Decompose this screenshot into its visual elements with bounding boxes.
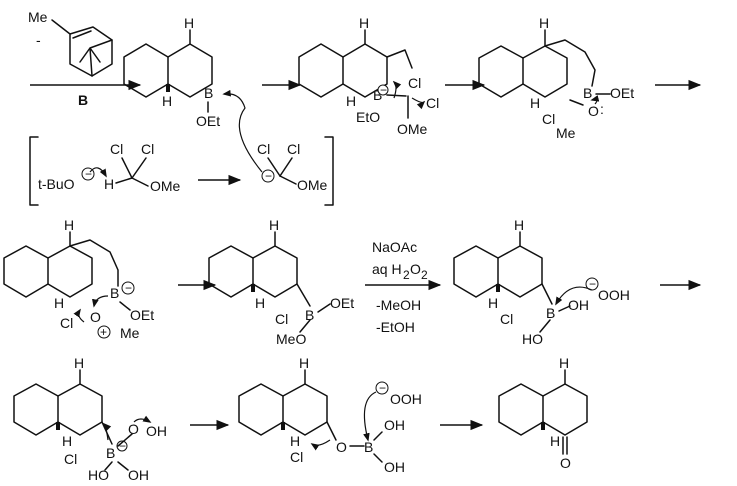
c7-ho: HO [88,467,109,483]
c8-cl: Cl [290,449,303,465]
dichloro-h: H [104,176,114,192]
c6-boron: B [546,305,555,321]
c1-h-top: H [184,15,194,31]
c5-boron: B [305,307,314,323]
c8-boron: B [364,439,373,455]
cond-aq-h: aq H [372,261,402,277]
c8-h-top: H [299,355,309,371]
compound-6-boronic-acid: H H Cl B OH HO − OOH [453,217,630,347]
c8-oh-1: OH [384,417,405,433]
cond-minus-etoh: -EtOH [376,319,415,335]
product-decalone: H H O [498,355,588,471]
c6-cl: Cl [500,311,513,327]
c4-boron-charge: − [125,281,132,295]
c3-me: Me [556,125,576,141]
c4-h-bottom: H [54,295,64,311]
cond-naoac: NaOAc [372,239,417,255]
c2-eto: EtO [356,109,380,125]
alpha-pinene-structure: Me - [28,9,113,77]
c3-lone-pair: : [600,101,604,117]
c1-h-bottom: H [162,93,172,109]
c5-h-top: H [269,217,279,233]
c5-h-bottom: H [255,295,265,311]
compound-5-boronic-ester: H H Cl B OEt MeO [208,217,354,347]
product-h-bottom: H [550,433,560,449]
carbenoid-generation-inset: t-BuO − H Cl Cl OMe Cl Cl OMe − [29,89,334,206]
reaction-arrow-1: B [30,79,142,108]
compound-1-borinate-ester: H H B OEt [123,15,220,129]
cond-h2-sub: 2 [403,268,410,282]
c6-h-bottom: H [488,295,498,311]
compound-7-peroxyborate: H H Cl B − O OH HO OH [13,355,167,483]
c8-oxygen: O [336,439,347,455]
c7-oxygen: O [128,421,139,437]
pinene-methyl-label: Me [28,9,48,25]
c2-ome: OMe [397,121,428,137]
c4-me: Me [120,325,140,341]
cond-o: O [410,261,421,277]
pinene-dash: - [36,32,41,48]
hydroperoxide-2: OOH [390,391,422,407]
c4-h-top: H [64,217,74,233]
c2-boron: B [373,87,382,103]
c2-h-top: H [359,15,369,31]
inset-cl-1: Cl [110,141,123,157]
c5-cl: Cl [275,311,288,327]
c2-h-bottom: H [346,93,356,109]
c7-h-top: H [74,355,84,371]
c3-h-bottom: H [530,95,540,111]
inset-cl-3: Cl [257,141,270,157]
inset-ome-1: OMe [150,178,181,194]
cond-minus-meoh: -MeOH [376,297,421,313]
compound-8-borate-ester: H H Cl O B OH OH − OOH [238,355,422,475]
compound-2-ate-complex: H H B − EtO Cl Cl OMe [298,15,439,137]
carbanion-charge: − [265,169,272,183]
reagent-b-label: B [78,92,88,108]
c4-oet: OEt [130,307,154,323]
tbuo-charge: − [85,167,92,181]
cond-o2-sub: 2 [421,268,428,282]
product-h-top: H [559,355,569,371]
c3-oxygen: O [588,103,599,119]
c2-cl-1: Cl [408,75,421,91]
inset-cl-2: Cl [141,141,154,157]
c7-h-bottom: H [62,433,72,449]
c8-h-bottom: H [290,433,300,449]
inset-ome-2: OMe [297,177,328,193]
c6-h-top: H [514,217,524,233]
c2-boron-charge: − [380,83,387,97]
c3-boron: B [583,85,592,101]
c4-cl: Cl [60,315,73,331]
c7-boron: B [106,445,115,461]
c1-boron: B [204,85,213,101]
c3-cl: Cl [542,111,555,127]
peroxide-charge-1: − [589,277,596,291]
c1-oet: OEt [196,113,220,129]
c2-cl-2: Cl [426,95,439,111]
c7-cl: Cl [64,451,77,467]
peroxide-charge-2: − [379,381,386,395]
c7-oh-peroxy: OH [146,423,167,439]
tbuo-label: t-BuO [38,176,75,192]
c4-boron: B [110,285,119,301]
c7-oh: OH [128,467,149,483]
hydroperoxide-1: OOH [598,287,630,303]
c6-ho: HO [522,331,543,347]
inset-cl-4: Cl [287,141,300,157]
c4-oxygen-charge: + [100,325,107,339]
c3-h-top: H [539,15,549,31]
oxidation-step: NaOAc aq H 2 O 2 -MeOH -EtOH [365,239,442,335]
c6-oh: OH [568,297,589,313]
c8-oh-2: OH [384,459,405,475]
product-carbonyl-oxygen: O [560,455,571,471]
compound-4-oxocarbenium: H H B − OEt O Cl + Me [3,217,154,341]
c7-boron-charge: − [119,439,126,453]
c5-meo: MeO [276,331,306,347]
c4-oxygen: O [90,309,101,325]
c5-oet: OEt [330,295,354,311]
compound-3-homologated-boronate: H H B OEt O : Cl Me [478,15,634,141]
c3-oet: OEt [610,85,634,101]
